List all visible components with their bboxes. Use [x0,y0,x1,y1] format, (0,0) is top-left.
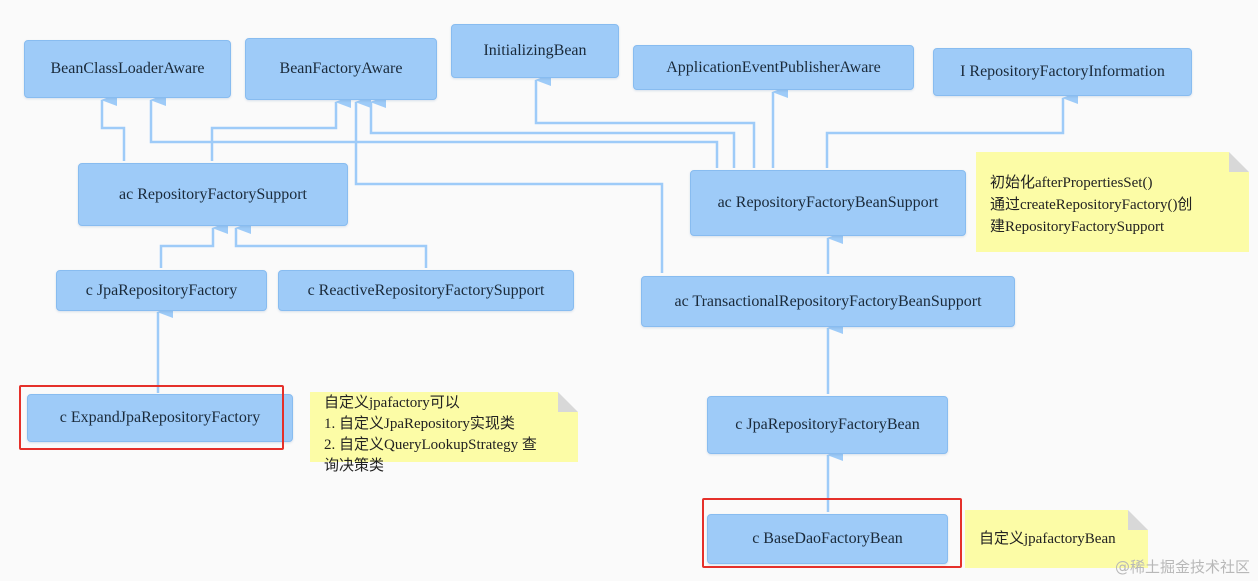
note-line: 自定义jpafactory可以 [324,395,460,411]
note-line: 通过createRepositoryFactory()创 [990,197,1193,213]
note-line: 1. 自定义JpaRepository实现类 [324,416,515,432]
node-label: ac RepositoryFactoryBeanSupport [717,194,939,211]
edge-factory-support-to-bean-factory-aware [210,96,351,161]
note-line: 初始化afterPropertiesSet() [990,175,1153,191]
node-expand-jpa-repository-factory[interactable]: c ExpandJpaRepositoryFactory [27,394,293,442]
node-label: c JpaRepositoryFactoryBean [735,416,920,433]
note-base-dao: 自定义jpafactoryBean [965,510,1148,568]
watermark: @稀土掘金技术社区 [1114,558,1250,576]
node-jpa-repository-factory[interactable]: c JpaRepositoryFactory [56,270,267,311]
edge-transactional-to-bean-factory-aware [354,96,664,273]
edge-jpa-factory-to-factory-support [159,222,228,268]
note-expand-factory: 自定义jpafactory可以 1. 自定义JpaRepository实现类 2… [310,392,578,474]
node-reactive-repository-factory-support[interactable]: c ReactiveRepositoryFactorySupport [278,270,574,311]
note-line: 询决策类 [324,458,385,474]
edge-factory-support-to-class-loader-aware [100,94,126,161]
note-bean-support: 初始化afterPropertiesSet() 通过createReposito… [976,152,1249,252]
node-repository-factory-support[interactable]: ac RepositoryFactorySupport [78,163,348,226]
node-label: BeanClassLoaderAware [50,60,205,77]
edge-bean-support-to-bean-factory-aware [369,96,736,168]
node-bean-factory-aware[interactable]: BeanFactoryAware [245,38,437,100]
note-line: 2. 自定义QueryLookupStrategy 查 [324,437,537,453]
node-repository-factory-information[interactable]: I RepositoryFactoryInformation [933,48,1192,96]
node-label: c ExpandJpaRepositoryFactory [59,409,261,426]
note-fold-icon [1229,152,1249,172]
node-label: c BaseDaoFactoryBean [752,530,903,547]
node-application-event-publisher-aware[interactable]: ApplicationEventPublisherAware [633,45,914,90]
node-bean-class-loader-aware[interactable]: BeanClassLoaderAware [24,40,231,98]
node-base-dao-factory-bean[interactable]: c BaseDaoFactoryBean [707,514,948,564]
note-line: 建RepositoryFactorySupport [990,219,1165,235]
note-line: 自定义jpafactoryBean [979,531,1116,547]
highlight-base-dao-factory-bean [702,498,962,568]
node-label: c JpaRepositoryFactory [85,281,238,299]
node-label: c ReactiveRepositoryFactorySupport [307,281,545,299]
edge-bean-support-to-initializing-bean [534,74,756,168]
node-transactional-repository-factory-bean-support[interactable]: ac TransactionalRepositoryFactoryBeanSup… [641,276,1015,327]
note-fold-icon [1128,510,1148,530]
node-label: ac RepositoryFactorySupport [119,185,307,203]
edge-bean-support-to-factory-information [825,92,1078,168]
note-fold-icon [558,392,578,412]
node-label: ac TransactionalRepositoryFactoryBeanSup… [674,292,982,310]
node-jpa-repository-factory-bean[interactable]: c JpaRepositoryFactoryBean [707,396,948,454]
edge-bean-support-to-class-loader-aware [149,94,719,168]
edge-reactive-to-factory-support [234,222,428,268]
node-label: InitializingBean [483,42,587,59]
node-label: BeanFactoryAware [279,60,403,77]
node-initializing-bean[interactable]: InitializingBean [451,24,619,78]
node-label: ApplicationEventPublisherAware [666,58,881,76]
node-label: I RepositoryFactoryInformation [960,63,1165,80]
highlight-expand-jpa-repository-factory [19,385,284,450]
node-repository-factory-bean-support[interactable]: ac RepositoryFactoryBeanSupport [690,170,966,236]
